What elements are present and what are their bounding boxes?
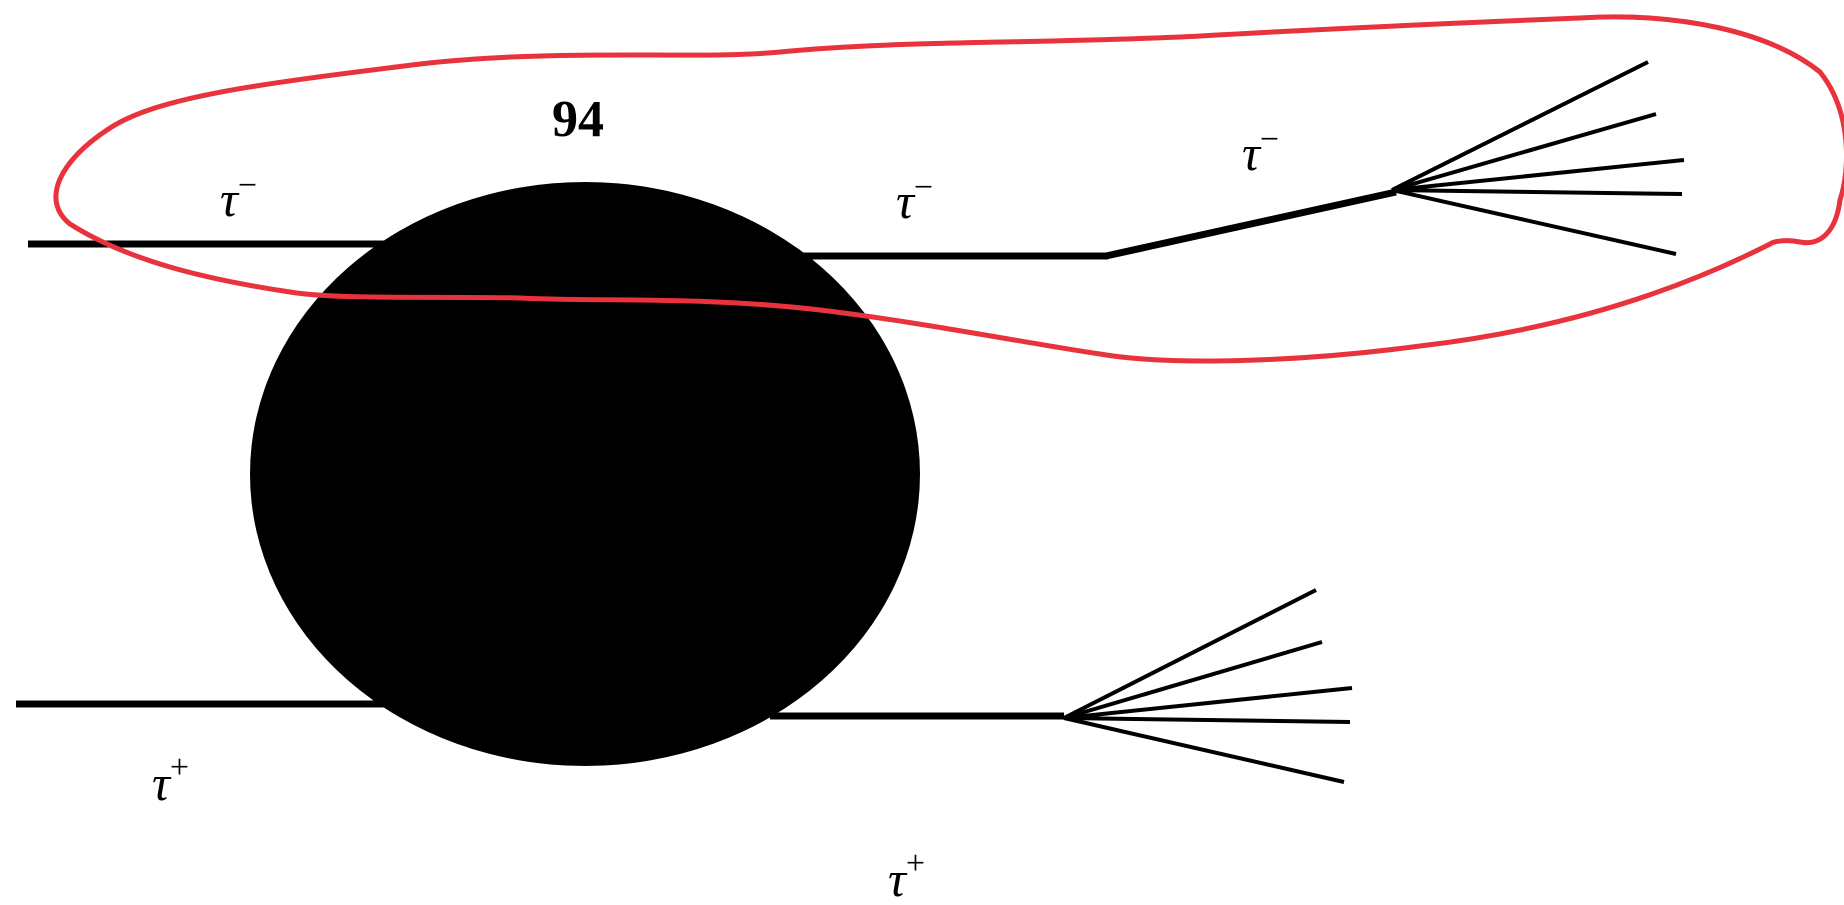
interaction-blob	[250, 182, 920, 766]
decay-jet-top	[1391, 60, 1685, 256]
outgoing-line-top-slanted	[1105, 188, 1397, 260]
label-tau-plus-incoming: τ+	[152, 749, 189, 811]
label-tau-plus-outgoing: τ+	[888, 845, 925, 905]
decay-jet-bottom	[1063, 588, 1353, 784]
diagram-number-label: 94	[552, 91, 604, 148]
label-tau-minus-incoming: τ−	[220, 167, 257, 227]
label-tau-minus-outgoing: τ−	[896, 169, 933, 229]
highlight-loop	[53, 14, 1844, 364]
label-tau-minus-decay: τ−	[1242, 121, 1279, 181]
